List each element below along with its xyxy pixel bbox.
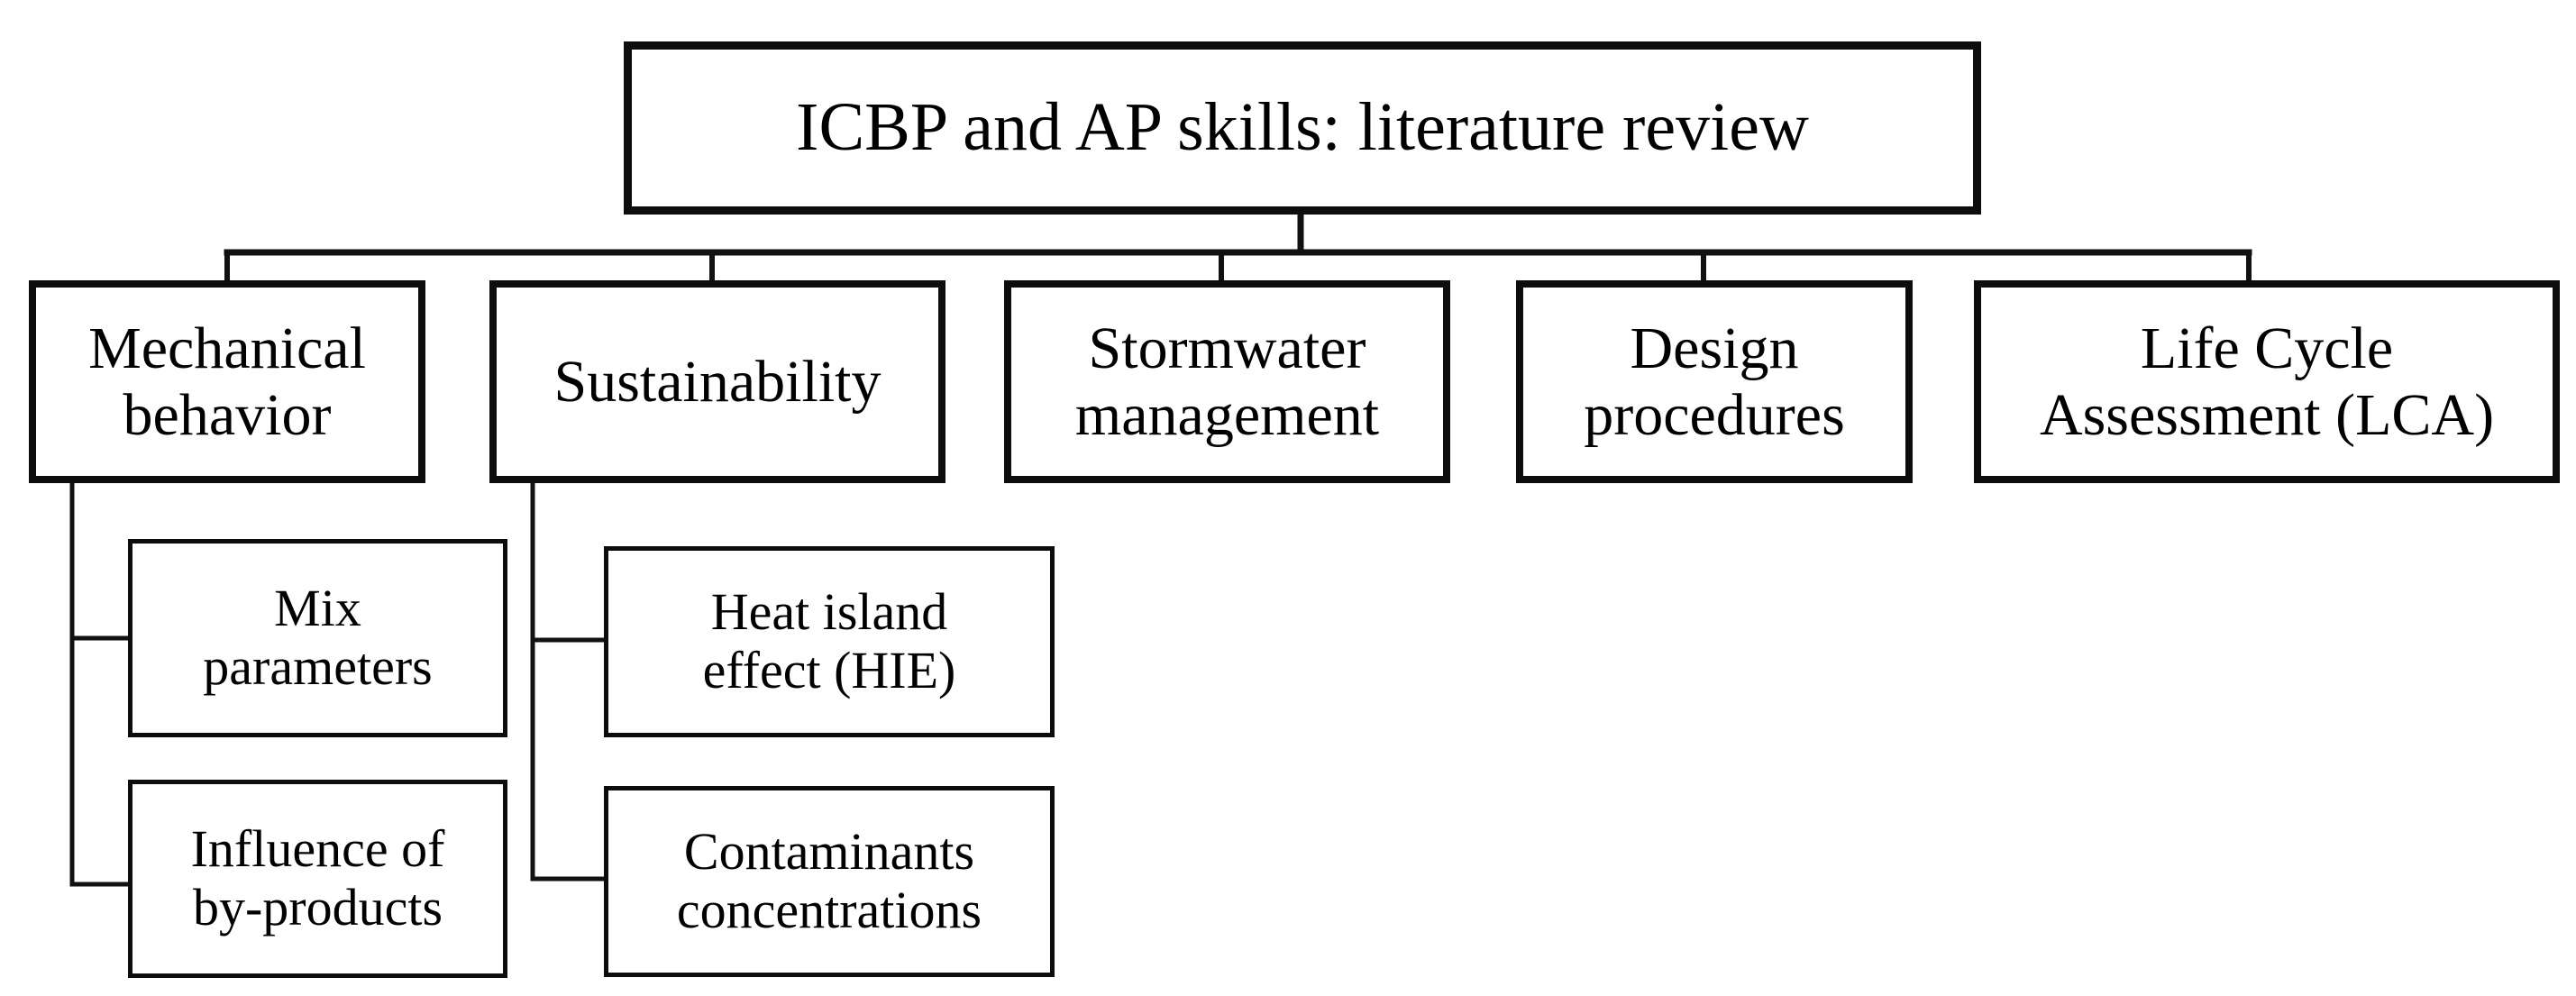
node-mechanical-behavior[interactable]: Mechanical behavior [29,280,425,483]
node-life-cycle-assessment[interactable]: Life Cycle Assessment (LCA) [1974,280,2560,483]
node-sustainability-label: Sustainability [553,348,882,415]
node-mix-parameters-label: Mix parameters [203,579,433,696]
node-stormwater-management[interactable]: Stormwater management [1004,280,1450,483]
node-heat-island-effect-label: Heat island effect (HIE) [702,582,956,699]
node-design-procedures[interactable]: Design procedures [1516,280,1913,483]
node-influence-of-by-products-label: Influence of by-products [190,819,445,937]
node-influence-of-by-products[interactable]: Influence of by-products [128,780,507,978]
node-stormwater-management-label: Stormwater management [1074,315,1380,448]
node-heat-island-effect[interactable]: Heat island effect (HIE) [604,546,1055,737]
node-mix-parameters[interactable]: Mix parameters [128,539,507,737]
node-root[interactable]: ICBP and AP skills: literature review [624,41,1981,215]
node-sustainability[interactable]: Sustainability [489,280,945,483]
node-design-procedures-label: Design procedures [1584,315,1845,448]
node-root-label: ICBP and AP skills: literature review [796,89,1809,166]
node-mechanical-behavior-label: Mechanical behavior [88,315,366,448]
node-contaminants-concentrations-label: Contaminants concentrations [676,822,982,939]
node-life-cycle-assessment-label: Life Cycle Assessment (LCA) [2039,315,2495,448]
node-contaminants-concentrations[interactable]: Contaminants concentrations [604,786,1055,977]
